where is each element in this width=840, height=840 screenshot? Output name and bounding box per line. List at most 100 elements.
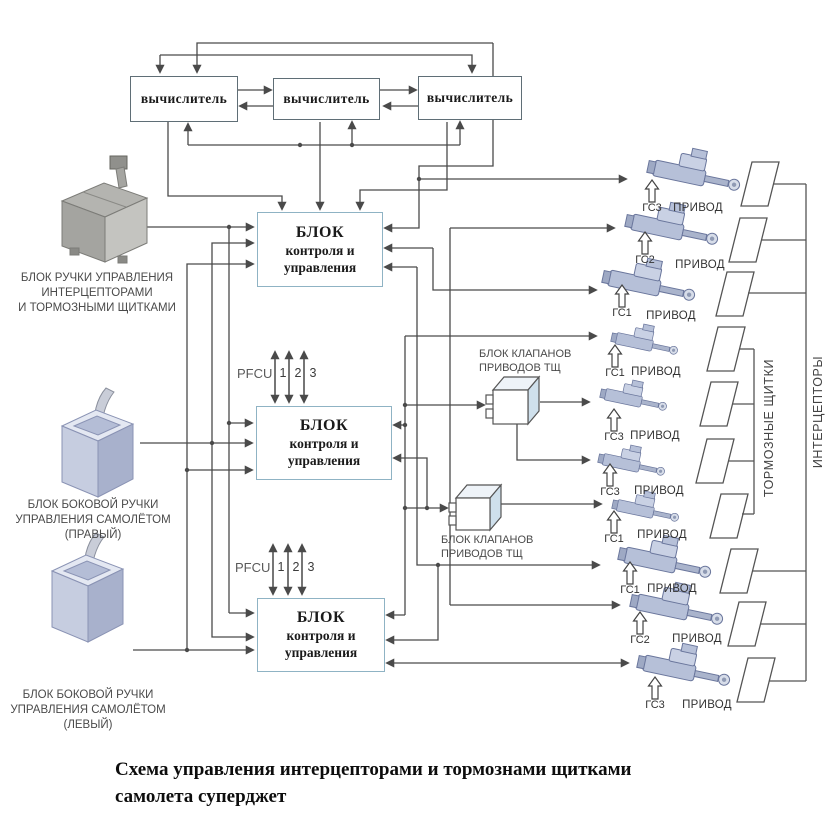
wire (392, 453, 428, 508)
computer-box-2: вычислитель (273, 78, 380, 120)
interceptor-panel (719, 548, 759, 594)
wire (186, 259, 255, 650)
hydraulic-supply-arrow (637, 230, 653, 255)
pfcu-channel-2: 2 (294, 366, 302, 380)
hydraulic-supply-arrow (622, 560, 638, 585)
computer-box-1: вычислитель (130, 76, 238, 122)
pfcu-channel-1: 1 (277, 560, 285, 574)
actuator-label: ПРИВОД (634, 485, 684, 497)
wire (211, 238, 255, 443)
actuator-illustration (599, 374, 670, 413)
computer-label: вычислитель (283, 91, 370, 106)
handle-unit-label: БЛОК РУЧКИ УПРАВЛЕНИЯ ИНТЕРЦЕПТОРАМИ И Т… (18, 272, 176, 314)
brake-flap-panel (699, 381, 739, 427)
wire (416, 267, 601, 570)
computer-box-3: вычислитель (418, 76, 522, 120)
brake-flap-panel (709, 493, 749, 539)
wire (385, 565, 439, 645)
valve-block-illustration (485, 375, 541, 426)
caption-line-1: Схема управления интерцепторами и тормоз… (115, 759, 632, 780)
valve-block-label-2: БЛОК КЛАПАНОВ ПРИВОДОВ ТЩ (441, 534, 534, 560)
pfcu-label: PFCU (235, 560, 271, 575)
pfcu-channel-3: 3 (307, 560, 315, 574)
control-block-title: БЛОК (296, 609, 346, 626)
control-block-2: БЛОК контроля и управления (256, 406, 392, 480)
valve-blocks (448, 375, 541, 532)
junction-dot (209, 440, 215, 446)
junction-dot (349, 142, 355, 148)
wire (355, 122, 448, 211)
hydraulic-system-label: ГС1 (620, 584, 640, 596)
sidestick-right-label: БЛОК БОКОВОЙ РУЧКИ УПРАВЛЕНИЯ САМОЛЁТОМ … (15, 499, 171, 541)
wire (211, 443, 255, 642)
junction-dot (416, 176, 422, 182)
control-block-subtitle: контроля и управления (283, 242, 357, 275)
wire (167, 122, 287, 211)
hydraulic-system-label: ГС1 (605, 367, 625, 379)
brake-flap-panel (695, 438, 735, 484)
actuator-label: ПРИВОД (630, 430, 680, 442)
wire (160, 54, 477, 74)
hydraulic-system-label: ГС3 (645, 699, 665, 711)
junction-dot (184, 647, 190, 653)
sidestick-left-label: БЛОК БОКОВОЙ РУЧКИ УПРАВЛЕНИЯ САМОЛЁТОМ … (10, 689, 166, 731)
actuator-illustration (645, 139, 746, 195)
sidestick-right-illustration (60, 387, 135, 498)
hydraulic-supply-arrow (606, 407, 622, 432)
hydraulic-supply-arrow (632, 610, 648, 635)
control-block-subtitle: контроля и управления (287, 436, 361, 468)
control-block-title: БЛОК (299, 417, 349, 434)
hydraulic-supply-arrow (607, 343, 623, 368)
hydraulic-supply-arrow (647, 675, 663, 700)
hydraulic-system-label: ГС2 (635, 254, 655, 266)
valve-block-illustration (448, 483, 503, 532)
actuator-illustration (610, 318, 681, 357)
hydraulic-system-label: ГС3 (642, 202, 662, 214)
actuator-label: ПРИВОД (672, 633, 722, 645)
hydraulic-system-label: ГС1 (604, 533, 624, 545)
caption-line-2: самолета суперджет (115, 786, 287, 807)
actuator-label: ПРИВОД (646, 310, 696, 322)
control-block-subtitle: контроля и управления (284, 628, 358, 660)
actuator-label: ПРИВОД (682, 699, 732, 711)
hydraulic-supply-arrow (606, 509, 622, 534)
diagram-caption: Схема управления интерцепторами и тормоз… (115, 756, 775, 810)
hydraulic-arrows (602, 178, 663, 700)
actuator-label: ПРИВОД (675, 259, 725, 271)
actuator-label: ПРИВОД (673, 202, 723, 214)
brake-flap-panel (706, 326, 746, 372)
junction-dot (424, 505, 430, 511)
junction-dot (402, 402, 408, 408)
hydraulic-system-label: ГС3 (604, 431, 624, 443)
junction-dot (402, 422, 408, 428)
hydraulic-supply-arrow (614, 283, 630, 308)
actuator-label: ПРИВОД (647, 583, 697, 595)
junction-dot (402, 505, 408, 511)
hydraulic-system-label: ГС1 (612, 307, 632, 319)
junction-dot (184, 467, 190, 473)
valve-block-label-1: БЛОК КЛАПАНОВ ПРИВОДОВ ТЩ (479, 348, 572, 374)
interceptor-panel (728, 217, 768, 263)
hydraulic-system-label: ГС2 (630, 634, 650, 646)
wire (383, 43, 494, 233)
junction-dot (435, 562, 441, 568)
pfcu-channel-2: 2 (292, 560, 300, 574)
wire (192, 42, 493, 74)
sidestick-left-illustration (50, 532, 125, 643)
interceptor-panel (736, 657, 776, 703)
actuator-label: ПРИВОД (631, 366, 681, 378)
pfcu-channel-1: 1 (279, 366, 287, 380)
control-block-title: БЛОК (295, 223, 345, 241)
wires (133, 42, 630, 668)
control-block-3: БЛОК контроля и управления (257, 598, 385, 672)
control-block-1: БЛОК контроля и управления (257, 212, 383, 287)
interceptor-panel (727, 601, 767, 647)
pfcu-channel-3: 3 (309, 366, 317, 380)
interceptor-panel (715, 271, 755, 317)
wire (432, 248, 598, 295)
surface-buses (728, 183, 807, 682)
junction-dots (184, 142, 441, 653)
hydraulic-supply-arrow (602, 462, 618, 487)
